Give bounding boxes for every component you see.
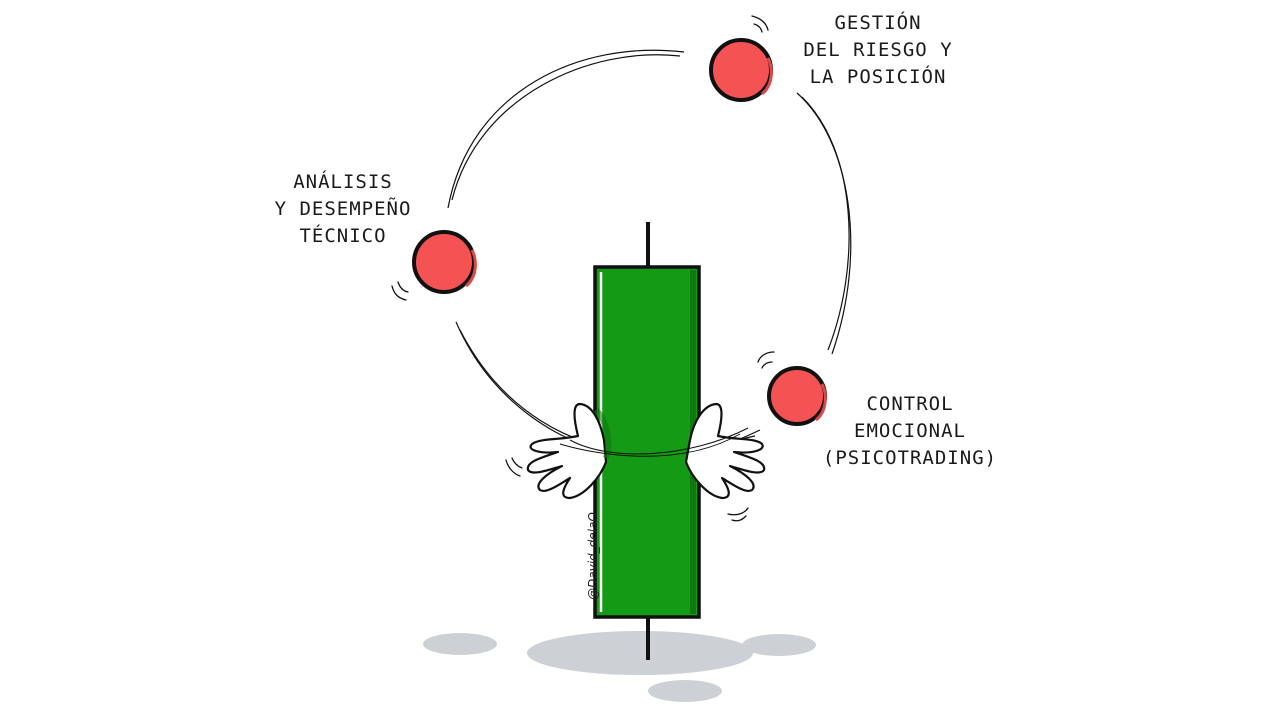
- label-line: GESTIÓN: [834, 12, 922, 34]
- right-hand-icon: [684, 402, 766, 500]
- artist-signature: @David_delaO: [586, 512, 600, 600]
- label-line: ANÁLISIS: [293, 171, 393, 193]
- bottom-shadow: [648, 680, 722, 702]
- label-line: (PSICOTRADING): [822, 447, 998, 469]
- juggling-ball-analysis: [412, 230, 477, 294]
- left-shadow: [423, 633, 497, 655]
- label-emotional-control: CONTROL EMOCIONAL (PSICOTRADING): [800, 391, 1020, 472]
- label-technical-analysis: ANÁLISIS Y DESEMPEÑO TÉCNICO: [248, 169, 438, 250]
- label-risk-management: GESTIÓN DEL RIESGO Y LA POSICIÓN: [783, 10, 973, 91]
- label-line: TÉCNICO: [299, 225, 387, 247]
- label-line: LA POSICIÓN: [809, 66, 947, 88]
- juggling-ball-risk: [709, 38, 773, 102]
- juggling-ball-icon: [709, 38, 773, 102]
- motion-marks: [391, 15, 775, 522]
- right-shadow: [742, 634, 816, 656]
- ground-shadows: [423, 631, 816, 702]
- label-line: Y DESEMPEÑO: [274, 198, 412, 220]
- juggling-ball-emotional: [767, 366, 827, 426]
- label-line: CONTROL: [866, 393, 954, 415]
- main-shadow: [527, 631, 753, 675]
- label-line: DEL RIESGO Y: [803, 39, 953, 61]
- label-line: EMOCIONAL: [854, 420, 966, 442]
